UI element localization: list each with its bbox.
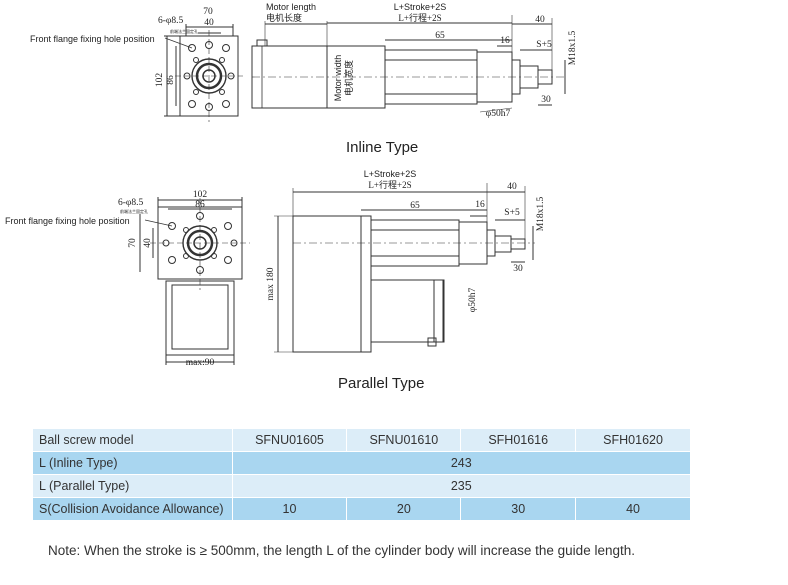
inline-dim-40: 40 — [204, 18, 214, 28]
inline-dim-70: 70 — [203, 7, 213, 17]
spec-table: Ball screw model SFNU01605 SFNU01610 SFH… — [32, 428, 692, 521]
table-row: L (Inline Type) 243 — [32, 451, 692, 475]
inline-motor-width-cn: 电机宽度 — [343, 60, 354, 96]
table-header-cell: SFH01620 — [575, 428, 691, 452]
table-header-cell: SFH01616 — [460, 428, 577, 452]
inline-motor-width-en: Motor width — [333, 55, 343, 102]
row-value: 20 — [346, 497, 462, 521]
row-value: 235 — [231, 474, 692, 498]
inline-dim-102: 102 — [155, 73, 165, 88]
footnote: Note: When the stroke is ≥ 500mm, the le… — [48, 543, 635, 558]
table-row: L (Parallel Type) 235 — [32, 474, 692, 498]
row-value: 40 — [575, 497, 691, 521]
row-label: L (Parallel Type) — [32, 474, 233, 498]
table-header-row: Ball screw model SFNU01605 SFNU01610 SFH… — [32, 428, 691, 452]
parallel-thread: M18x1.5 — [536, 196, 546, 231]
parallel-dim-86: 86 — [195, 200, 205, 210]
inline-type-title: Inline Type — [346, 139, 419, 156]
parallel-length-cn: L+行程+2S — [368, 179, 411, 190]
inline-dim-16: 16 — [500, 36, 510, 46]
parallel-side-view — [274, 183, 535, 353]
parallel-dim-65: 65 — [410, 201, 420, 211]
inline-length-en: L+Stroke+2S — [394, 2, 447, 12]
parallel-front-flange-label: Front flange fixing hole position — [5, 216, 130, 226]
inline-hole-small: 前端法兰固定孔 — [170, 28, 198, 34]
row-value: 243 — [231, 451, 692, 475]
parallel-max90: max:90 — [186, 358, 215, 368]
inline-shaft: φ50h7 — [486, 109, 511, 119]
inline-thread: M18x1.5 — [568, 30, 578, 65]
inline-motor-length-en: Motor length — [266, 2, 316, 12]
table-header-cell: SFNU01605 — [231, 428, 348, 452]
parallel-hole-spec: 6-φ8.5 — [118, 198, 144, 208]
inline-dim-30: 30 — [541, 95, 551, 105]
parallel-dim-102: 102 — [193, 190, 208, 200]
inline-side-view — [251, 15, 566, 113]
parallel-front-view — [139, 197, 250, 365]
inline-labels: 6-φ8.5 70 40 前端法兰固定孔 Front flange fixing… — [30, 2, 578, 119]
table-row: S(Collision Avoidance Allowance) 10 20 3… — [32, 497, 691, 521]
parallel-hole-small: 前端法兰固定孔 — [120, 208, 148, 214]
table-header-cell: Ball screw model — [32, 428, 233, 452]
parallel-labels: 6-φ8.5 前端法兰固定孔 Front flange fixing hole … — [5, 169, 546, 368]
inline-front-flange-label: Front flange fixing hole position — [30, 34, 155, 44]
parallel-shaft: φ50h7 — [468, 288, 478, 313]
inline-dim-s5: S+5 — [536, 40, 552, 50]
inline-length-cn: L+行程+2S — [398, 12, 441, 23]
parallel-dim-right40: 40 — [507, 182, 517, 192]
parallel-dim-70: 70 — [128, 238, 138, 248]
parallel-length-en: L+Stroke+2S — [364, 169, 417, 179]
inline-front-view — [164, 24, 243, 122]
row-value: 30 — [460, 497, 577, 521]
inline-hole-spec: 6-φ8.5 — [158, 16, 184, 26]
parallel-dim-40: 40 — [143, 238, 153, 248]
parallel-dim-30: 30 — [513, 264, 523, 274]
inline-dim-right40: 40 — [535, 15, 545, 25]
row-value: 10 — [231, 497, 348, 521]
row-label: S(Collision Avoidance Allowance) — [32, 497, 233, 521]
parallel-dim-s5: S+5 — [504, 208, 520, 218]
parallel-max180: max 180 — [266, 267, 276, 300]
row-label: L (Inline Type) — [32, 451, 233, 475]
inline-dim-86: 86 — [166, 75, 176, 85]
inline-motor-length-cn: 电机长度 — [266, 12, 302, 23]
parallel-dim-16: 16 — [475, 200, 485, 210]
parallel-type-title: Parallel Type — [338, 375, 425, 392]
table-header-cell: SFNU01610 — [346, 428, 462, 452]
technical-drawing: 6-φ8.5 70 40 前端法兰固定孔 Front flange fixing… — [5, 2, 578, 368]
inline-dim-65: 65 — [435, 31, 445, 41]
